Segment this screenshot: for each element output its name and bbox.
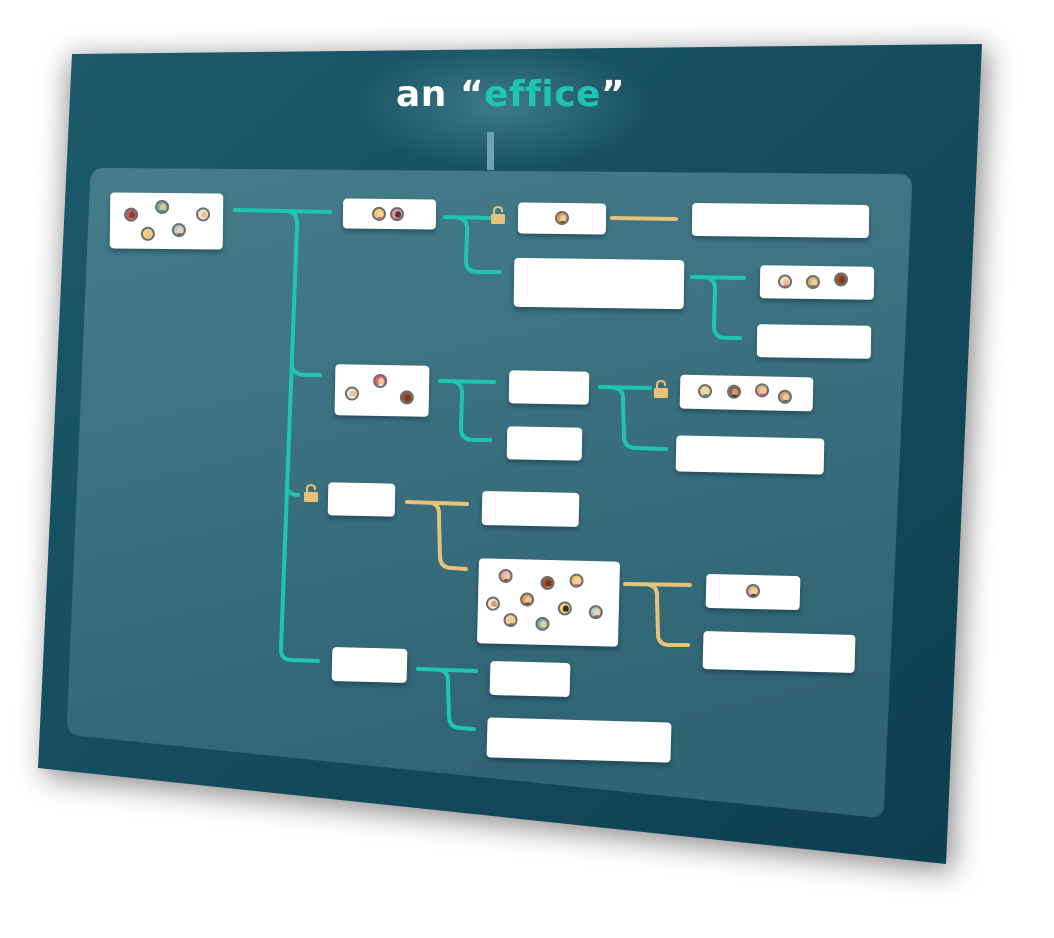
org-node-team-c-2-1[interactable]	[705, 573, 801, 611]
avatar	[777, 389, 793, 404]
org-node-team-b-1-2[interactable]	[675, 435, 825, 475]
avatar	[569, 573, 584, 588]
connector-team-c-branch	[405, 500, 469, 506]
org-node-team-c-2[interactable]	[476, 558, 621, 647]
avatar	[554, 210, 570, 226]
connector-team-d-trunk	[439, 668, 476, 731]
avatar	[123, 207, 139, 222]
connector-team-c-trunk	[430, 501, 468, 571]
avatar	[726, 384, 742, 399]
connector-team-a-locked-to-child	[610, 216, 678, 221]
title-connector	[487, 132, 494, 170]
org-node-team-a-locked[interactable]	[517, 202, 607, 235]
connector-team-c-2-branch	[623, 582, 692, 587]
title-open-quote: “	[459, 74, 485, 115]
avatar	[373, 373, 388, 389]
connector-team-a-sub-branch	[690, 275, 746, 280]
org-node-team-b-2[interactable]	[506, 426, 583, 461]
connector-root-trunk	[278, 210, 320, 663]
org-node-team-a-sub[interactable]	[513, 257, 685, 310]
connector-team-b-1-trunk	[614, 386, 668, 451]
org-node-team-a-sub-2[interactable]	[756, 324, 872, 359]
connector-team-a-branch	[443, 215, 492, 220]
title-glow	[350, 40, 650, 170]
avatar	[535, 616, 550, 632]
org-node-team-b-1[interactable]	[508, 370, 590, 405]
org-node-team-a[interactable]	[342, 198, 437, 230]
org-node-team-c-2-2[interactable]	[702, 631, 856, 673]
avatar	[754, 383, 770, 398]
lock-icon	[491, 206, 505, 224]
org-node-team-b[interactable]	[334, 364, 430, 417]
avatar	[399, 390, 415, 405]
page-title: an “effice”	[396, 74, 625, 115]
title-highlight: effice	[484, 74, 601, 115]
connector-team-a-sub-trunk	[706, 276, 742, 340]
avatar	[805, 274, 821, 290]
lock-icon	[304, 484, 318, 502]
connector-team-d-branch	[416, 667, 478, 673]
org-node-root[interactable]	[109, 192, 224, 250]
avatar	[557, 601, 573, 616]
connector-team-b-trunk	[453, 380, 492, 442]
avatar	[540, 575, 555, 591]
org-node-team-d-2[interactable]	[486, 717, 672, 763]
avatar	[503, 612, 518, 628]
lock-icon	[654, 380, 668, 398]
connector-team-b-1-branch	[598, 385, 652, 390]
org-node-team-d-1[interactable]	[489, 660, 571, 698]
avatar	[519, 592, 535, 607]
avatar	[485, 596, 501, 611]
connector-root-to-team-c	[285, 484, 300, 497]
avatar	[777, 274, 793, 289]
connector-root-to-team-a	[233, 208, 332, 214]
avatar	[498, 568, 513, 584]
avatar	[588, 604, 603, 620]
avatar	[371, 206, 387, 221]
avatar	[344, 386, 360, 401]
avatar	[155, 199, 170, 215]
avatar	[745, 583, 761, 599]
connector-team-c-2-trunk	[648, 583, 690, 647]
org-node-team-a-locked-child[interactable]	[691, 202, 870, 239]
connector-team-b-branch	[438, 379, 496, 384]
avatar	[389, 207, 405, 222]
avatar	[697, 383, 713, 399]
avatar	[833, 272, 849, 287]
title-close-quote: ”	[600, 74, 626, 115]
title-prefix: an	[396, 74, 460, 115]
org-node-team-c-locked[interactable]	[327, 482, 396, 517]
connector-team-a-trunk	[458, 216, 502, 274]
avatar	[140, 226, 155, 241]
avatar	[195, 207, 211, 222]
org-node-team-c-1[interactable]	[481, 490, 580, 528]
org-node-team-d[interactable]	[331, 647, 408, 683]
avatar	[171, 223, 186, 238]
org-node-team-a-sub-1[interactable]	[759, 265, 875, 300]
connector-root-to-team-b	[290, 362, 322, 377]
org-node-team-b-1-locked[interactable]	[679, 374, 814, 412]
